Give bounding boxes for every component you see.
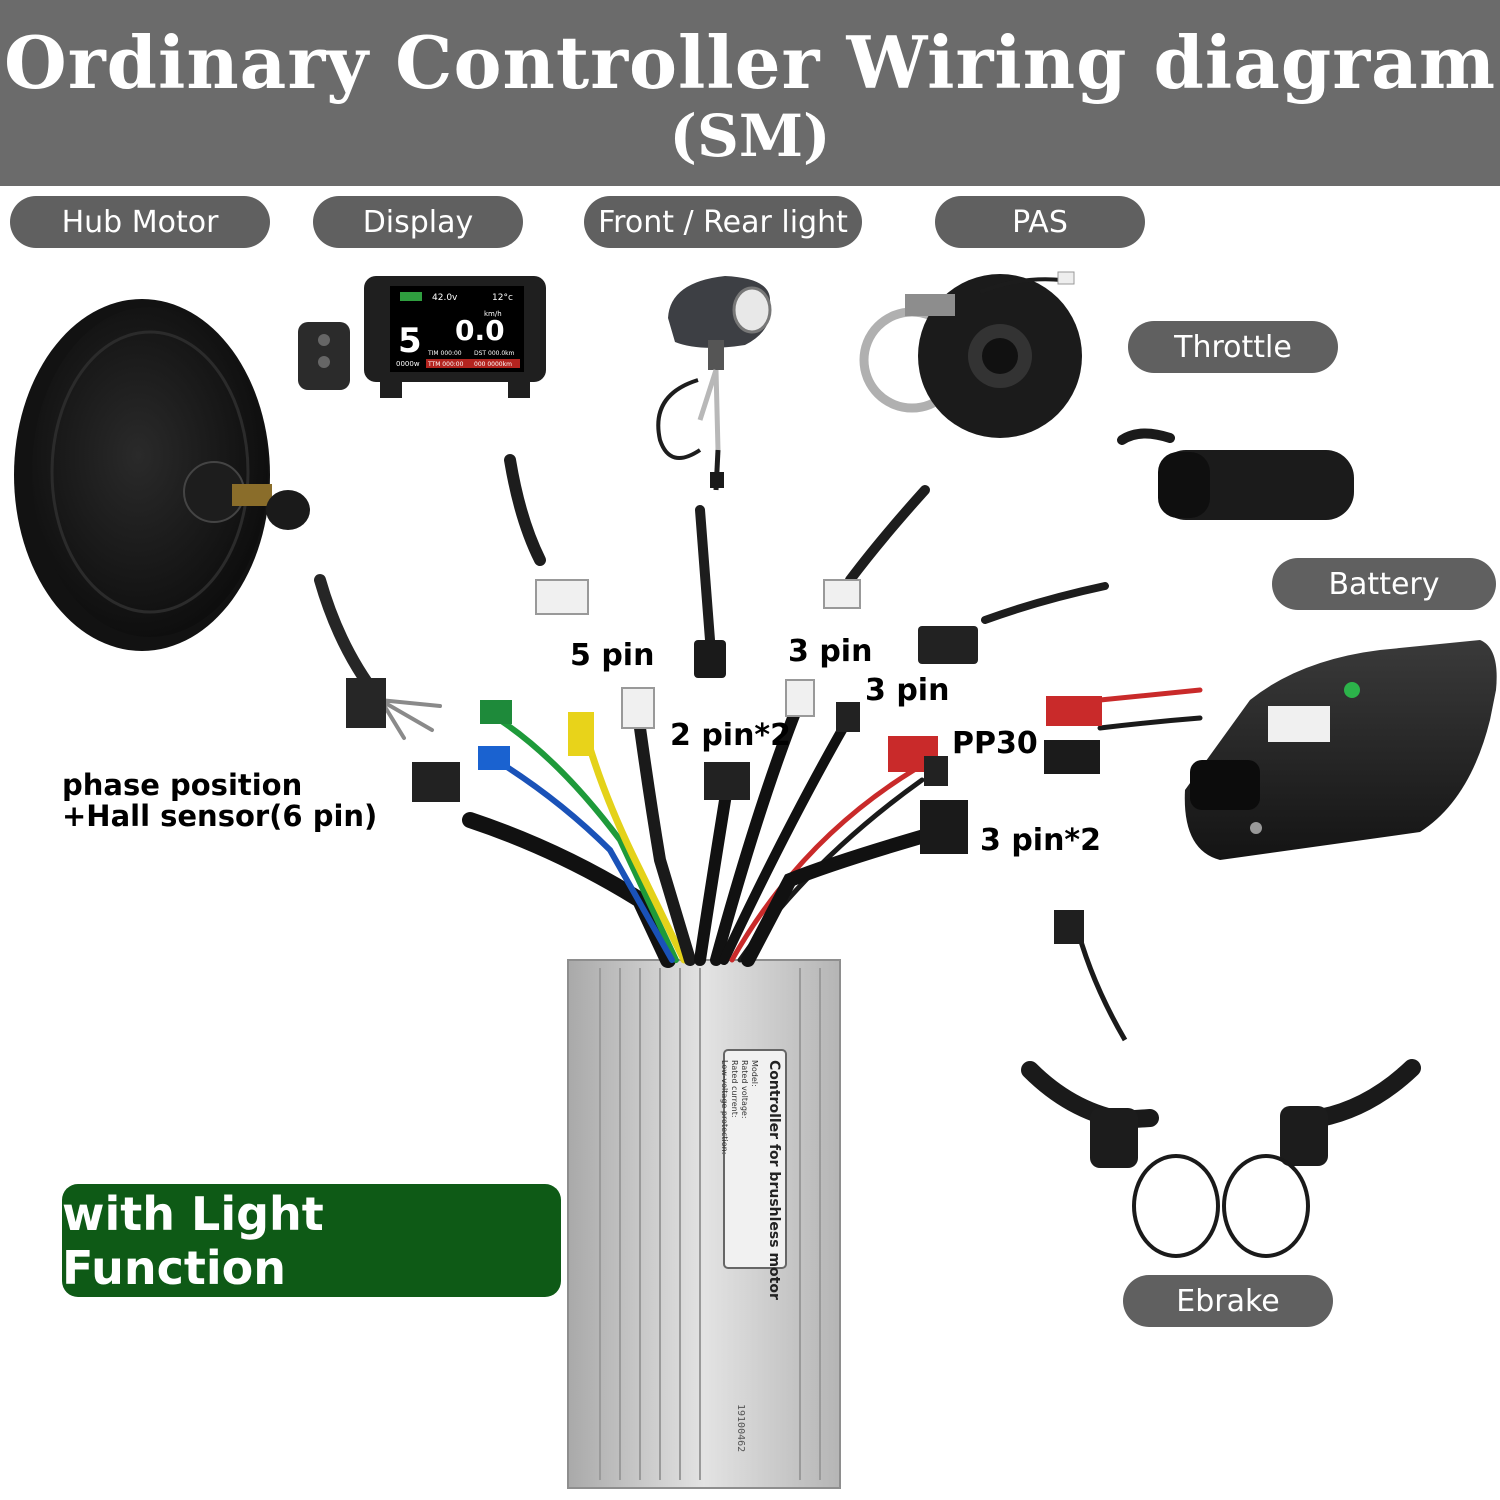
connector-light-pins: 2 pin*2 (670, 718, 791, 753)
label-light: Front / Rear light (584, 196, 862, 248)
connector-plugs (346, 579, 1102, 854)
display-temp: 12°c (492, 293, 513, 303)
connector-throttle-pins: 3 pin (865, 673, 950, 708)
label-display: Display (313, 196, 523, 248)
phase-label-line1: phase position (62, 768, 303, 802)
connector-ebrake-pins: 3 pin*2 (980, 823, 1101, 858)
display-speed: 0.0 (455, 314, 505, 347)
hub-motor-image (14, 299, 310, 651)
display-tim: TIM 000:00 (427, 350, 462, 357)
diagram-title: Ordinary Controller Wiring diagram (3, 20, 1497, 105)
display-speed-unit: km/h (484, 310, 502, 318)
connector-pas-pins: 3 pin (788, 634, 873, 669)
diagram-subtitle: (SM) (669, 102, 831, 170)
phase-hall-label: phase position +Hall sensor(6 pin) (62, 770, 377, 832)
connector-display-pins: 5 pin (570, 638, 655, 673)
display-dst: DST 000.0km (474, 350, 515, 357)
throttle-image (1117, 428, 1354, 520)
controller-image: Controller for brushless motor Model: Ra… (567, 959, 841, 1489)
label-battery: Battery (1272, 558, 1496, 610)
display-power: 0000w (396, 360, 420, 368)
light-function-badge: with Light Function (62, 1184, 561, 1297)
ebrake-image (1021, 910, 1421, 1258)
connector-battery-type: PP30 (952, 726, 1038, 761)
display-image: 42.0v 12°c 5 0.0 km/h 0000w TIM 000:00 D… (298, 276, 546, 398)
battery-image (1184, 640, 1497, 860)
display-assist-level: 5 (398, 321, 422, 361)
controller-label-model: Model: (750, 1060, 759, 1087)
display-ttm: TTM 000:00 (427, 361, 464, 368)
front-light-image (656, 276, 772, 491)
label-hub-motor: Hub Motor (10, 196, 270, 248)
controller-label-title: Controller for brushless motor (766, 1060, 782, 1300)
label-pas: PAS (935, 196, 1145, 248)
label-throttle: Throttle (1128, 321, 1338, 373)
display-voltage: 42.0v (432, 293, 458, 303)
controller-label-voltage: Rated voltage: (740, 1060, 749, 1119)
controller-serial: 19100462 (735, 1404, 746, 1452)
label-ebrake: Ebrake (1123, 1275, 1333, 1327)
pas-sensor-image (859, 271, 1082, 438)
wire-harness (314, 454, 1203, 968)
title-banner: Ordinary Controller Wiring diagram (SM) (0, 0, 1500, 186)
phase-label-line2: +Hall sensor(6 pin) (62, 799, 378, 833)
display-odo: 000 0000km (474, 361, 512, 368)
controller-label-lowvolt: Low-voltage protection: (720, 1060, 729, 1154)
controller-label-current: Rated current: (730, 1060, 739, 1118)
